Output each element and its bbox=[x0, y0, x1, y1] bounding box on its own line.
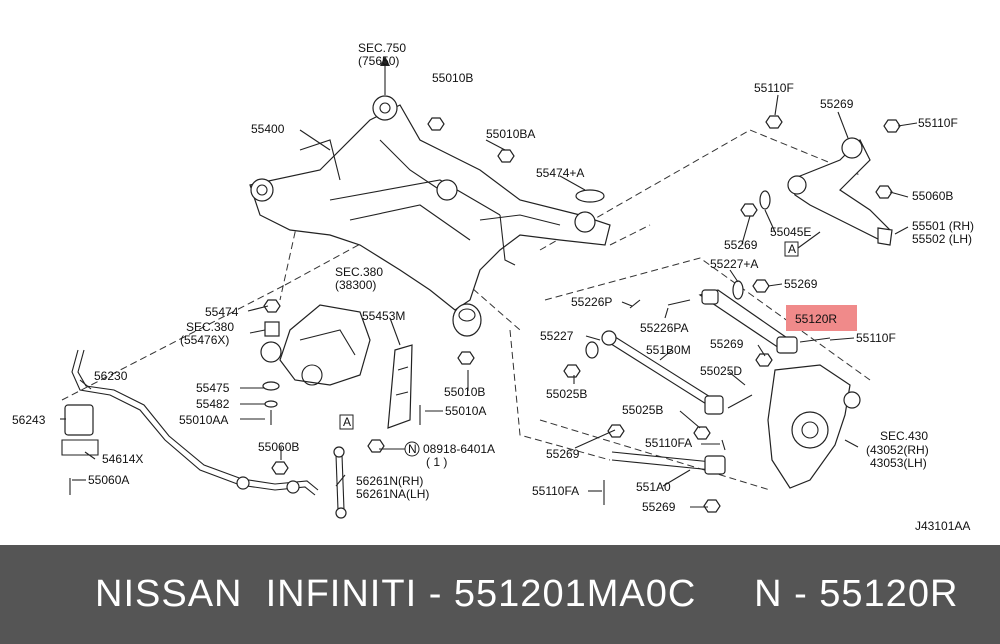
radius-link bbox=[611, 451, 726, 475]
label-55269-right2: 55269 bbox=[784, 277, 818, 291]
label-55501: 55501 (RH) bbox=[912, 219, 974, 233]
label-55226pa: 55226PA bbox=[640, 321, 689, 335]
label-55110f-top-right: 55110F bbox=[918, 116, 958, 130]
reference-box-a-right bbox=[784, 241, 799, 257]
label-55227a: 55227+A bbox=[710, 257, 758, 271]
label-55110fa-bottom: 55110FA bbox=[532, 484, 579, 498]
label-54614x: 54614X bbox=[102, 452, 143, 466]
label-55269-bottom2: 55269 bbox=[642, 500, 676, 514]
differential-assembly bbox=[279, 304, 371, 386]
label-55110fa-right: 55110FA bbox=[645, 436, 692, 450]
lateral-link bbox=[601, 330, 724, 415]
label-sec430: SEC.430 bbox=[880, 429, 928, 443]
label-55475: 55475 bbox=[196, 381, 230, 395]
part-labels: SEC.750 (75650) 55010B 55400 55010BA 554… bbox=[12, 41, 974, 533]
label-box-a-right: A bbox=[788, 242, 796, 256]
lower-link-55120r bbox=[698, 289, 798, 354]
label-56230: 56230 bbox=[94, 369, 128, 383]
label-43052: (43052(RH) bbox=[866, 443, 929, 457]
label-55060b-right: 55060B bbox=[912, 189, 953, 203]
label-sec380-sub: (38300) bbox=[335, 278, 376, 292]
part-number-banner: NISSAN INFINITI - 551201MA0C N - 55120R bbox=[0, 545, 1000, 644]
label-55110f-top: 55110F bbox=[754, 81, 794, 95]
label-55025b: 55025B bbox=[546, 387, 587, 401]
label-56261na: 56261NA(LH) bbox=[356, 487, 429, 501]
label-55400: 55400 bbox=[251, 122, 285, 136]
label-55025d: 55025D bbox=[700, 364, 742, 378]
label-sec750: SEC.750 bbox=[358, 41, 406, 55]
rear-knuckle bbox=[767, 364, 861, 489]
label-55060b-left: 55060B bbox=[258, 440, 299, 454]
label-55269-right1: 55269 bbox=[724, 238, 758, 252]
label-55010b-top: 55010B bbox=[432, 71, 473, 85]
label-56261n: 56261N(RH) bbox=[356, 474, 423, 488]
highlight-box-55120r bbox=[786, 305, 857, 331]
label-56243: 56243 bbox=[12, 413, 46, 427]
label-55482: 55482 bbox=[196, 397, 230, 411]
label-sec380: SEC.380 bbox=[335, 265, 383, 279]
reference-box-a-left bbox=[339, 414, 354, 430]
parts-diagram: SEC.750 (75650) 55010B 55400 55010BA 554… bbox=[12, 41, 975, 533]
label-sec750-sub: (75650) bbox=[358, 54, 399, 68]
label-55226p: 55226P bbox=[571, 295, 612, 309]
hardware-fasteners bbox=[69, 56, 901, 513]
label-551a0: 551A0 bbox=[636, 480, 671, 494]
rear-suspension-member bbox=[249, 95, 611, 337]
label-08918-6401a: 08918-6401A bbox=[423, 442, 495, 456]
label-sec380-b: SEC.380 bbox=[186, 320, 234, 334]
drawing-number: J43101AA bbox=[915, 519, 970, 533]
exploded-view-svg: SEC.750 (75650) 55010B 55400 55010BA 554… bbox=[12, 41, 974, 533]
note-circle-n bbox=[404, 441, 420, 457]
label-55502: 55502 (LH) bbox=[912, 232, 972, 246]
label-55010b-mid: 55010B bbox=[444, 385, 485, 399]
label-55453m: 55453M bbox=[362, 309, 405, 323]
label-08918-qty: ( 1 ) bbox=[426, 455, 447, 469]
label-551b0m: 551B0M bbox=[646, 343, 691, 357]
label-55110f-mid: 55110F bbox=[856, 331, 896, 345]
label-55269-top: 55269 bbox=[820, 97, 854, 111]
label-55120r-highlighted: 55120R bbox=[795, 312, 837, 326]
label-box-a-left: A bbox=[343, 415, 351, 429]
label-55060a: 55060A bbox=[88, 473, 129, 487]
part-number-caption: NISSAN INFINITI - 551201MA0C N - 55120R bbox=[95, 573, 959, 615]
upper-link bbox=[787, 137, 893, 246]
label-55010aa: 55010AA bbox=[179, 413, 228, 427]
label-55474a: 55474+A bbox=[536, 166, 584, 180]
label-55045e: 55045E bbox=[770, 225, 811, 239]
label-sec380-b-sub: (55476X) bbox=[180, 333, 229, 347]
label-55025b-right: 55025B bbox=[622, 403, 663, 417]
label-55010a: 55010A bbox=[445, 404, 486, 418]
shock-bracket bbox=[387, 344, 413, 429]
label-55269-bottom: 55269 bbox=[546, 447, 580, 461]
leader-lines bbox=[60, 94, 918, 508]
label-55474: 55474 bbox=[205, 305, 239, 319]
label-55227: 55227 bbox=[540, 329, 574, 343]
label-55010ba: 55010BA bbox=[486, 127, 535, 141]
label-55269-mid: 55269 bbox=[710, 337, 744, 351]
stabilizer-link bbox=[333, 446, 347, 519]
stabilizer-bar bbox=[61, 349, 319, 496]
label-43053: 43053(LH) bbox=[870, 456, 927, 470]
label-n-circle: N bbox=[408, 442, 417, 456]
